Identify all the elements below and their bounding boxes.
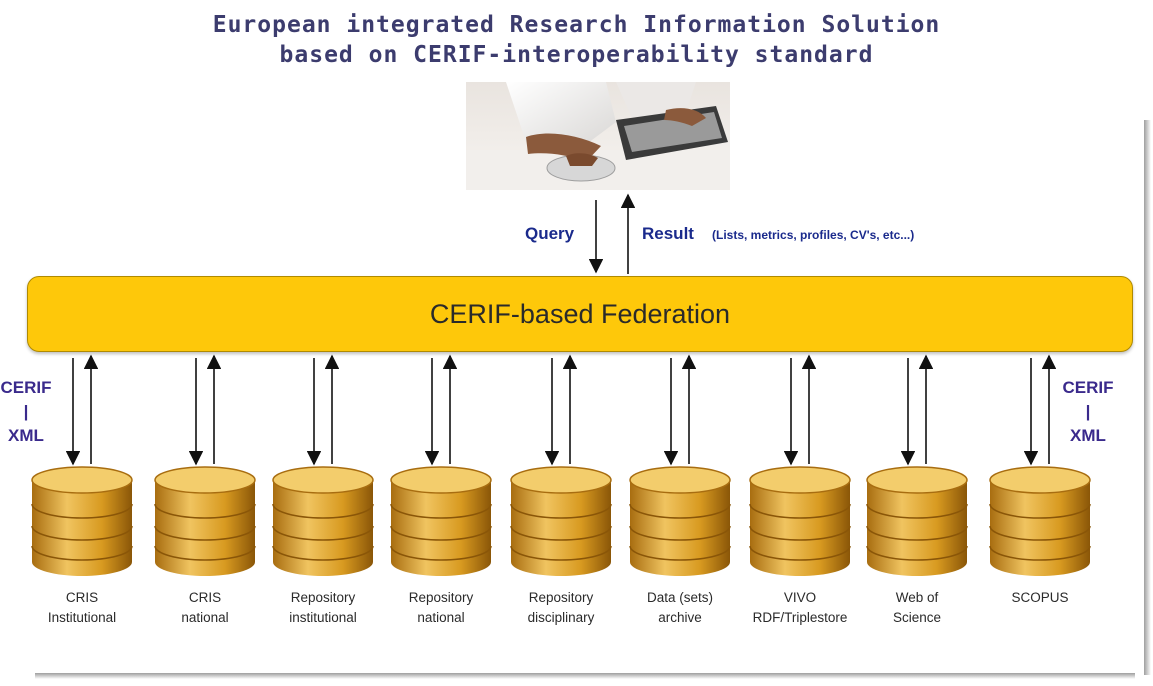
source-label-line1: VIVO — [783, 590, 817, 605]
diagram-title-line1: European integrated Research Information… — [212, 12, 941, 38]
cerif-federation-bar: CERIF-based Federation — [27, 276, 1133, 352]
source-label: CRIS national — [140, 588, 270, 628]
frame-right-shadow — [1144, 120, 1151, 675]
cerif-left-line2: | — [23, 402, 29, 421]
source-label-line2: national — [417, 610, 465, 625]
source-label-line2: institutional — [289, 610, 357, 625]
result-label: Result — [642, 224, 694, 243]
source-label-line1: Repository — [290, 590, 356, 605]
source-label: Repository disciplinary — [496, 588, 626, 628]
source-label-line1: SCOPUS — [1011, 590, 1069, 605]
database-cylinder-icon — [865, 466, 969, 578]
database-cylinder-icon — [153, 466, 257, 578]
source-label-line2: national — [181, 610, 229, 625]
source-label-line2: disciplinary — [527, 610, 595, 625]
cerif-left-line1: CERIF — [0, 378, 52, 397]
federation-label: CERIF-based Federation — [429, 298, 731, 329]
result-note: (Lists, metrics, profiles, CV's, etc...) — [712, 228, 915, 242]
source-label: Repository institutional — [258, 588, 388, 628]
source-label: CRIS Institutional — [17, 588, 147, 628]
person-using-laptop-photo — [466, 82, 730, 190]
source-label-line2: Institutional — [47, 610, 117, 625]
source-label-line2: archive — [658, 610, 702, 625]
cerif-right-line3: XML — [1070, 426, 1106, 445]
source-label: SCOPUS — [975, 588, 1105, 608]
database-cylinder-icon — [748, 466, 852, 578]
database-cylinder-icon — [628, 466, 732, 578]
database-cylinder-icon — [271, 466, 375, 578]
database-cylinder-icon — [30, 466, 134, 578]
cerif-left-line3: XML — [8, 426, 44, 445]
source-label: Repository national — [376, 588, 506, 628]
source-label-line1: Web of — [895, 590, 939, 605]
database-cylinder-icon — [389, 466, 493, 578]
source-label: Data (sets) archive — [615, 588, 745, 628]
source-label-line2: Science — [892, 610, 942, 625]
cerif-right-line2: | — [1085, 402, 1091, 421]
source-label-line1: Repository — [528, 590, 594, 605]
cerif-xml-right-label: CERIF | XML — [1058, 376, 1118, 448]
source-label: VIVO RDF/Triplestore — [735, 588, 865, 628]
source-label: Web of Science — [852, 588, 982, 628]
query-label: Query — [525, 224, 575, 243]
diagram-title-line2: based on CERIF-interoperability standard — [279, 42, 874, 68]
source-label-line1: Data (sets) — [646, 590, 714, 605]
source-label-line1: CRIS — [65, 590, 99, 605]
frame-bottom-shadow — [35, 673, 1135, 679]
cerif-xml-left-label: CERIF | XML — [0, 376, 56, 448]
cerif-right-line1: CERIF — [1062, 378, 1114, 397]
source-label-line1: Repository — [408, 590, 474, 605]
database-cylinder-icon — [509, 466, 613, 578]
source-label-line2: RDF/Triplestore — [752, 610, 848, 625]
source-label-line1: CRIS — [188, 590, 222, 605]
database-cylinder-icon — [988, 466, 1092, 578]
